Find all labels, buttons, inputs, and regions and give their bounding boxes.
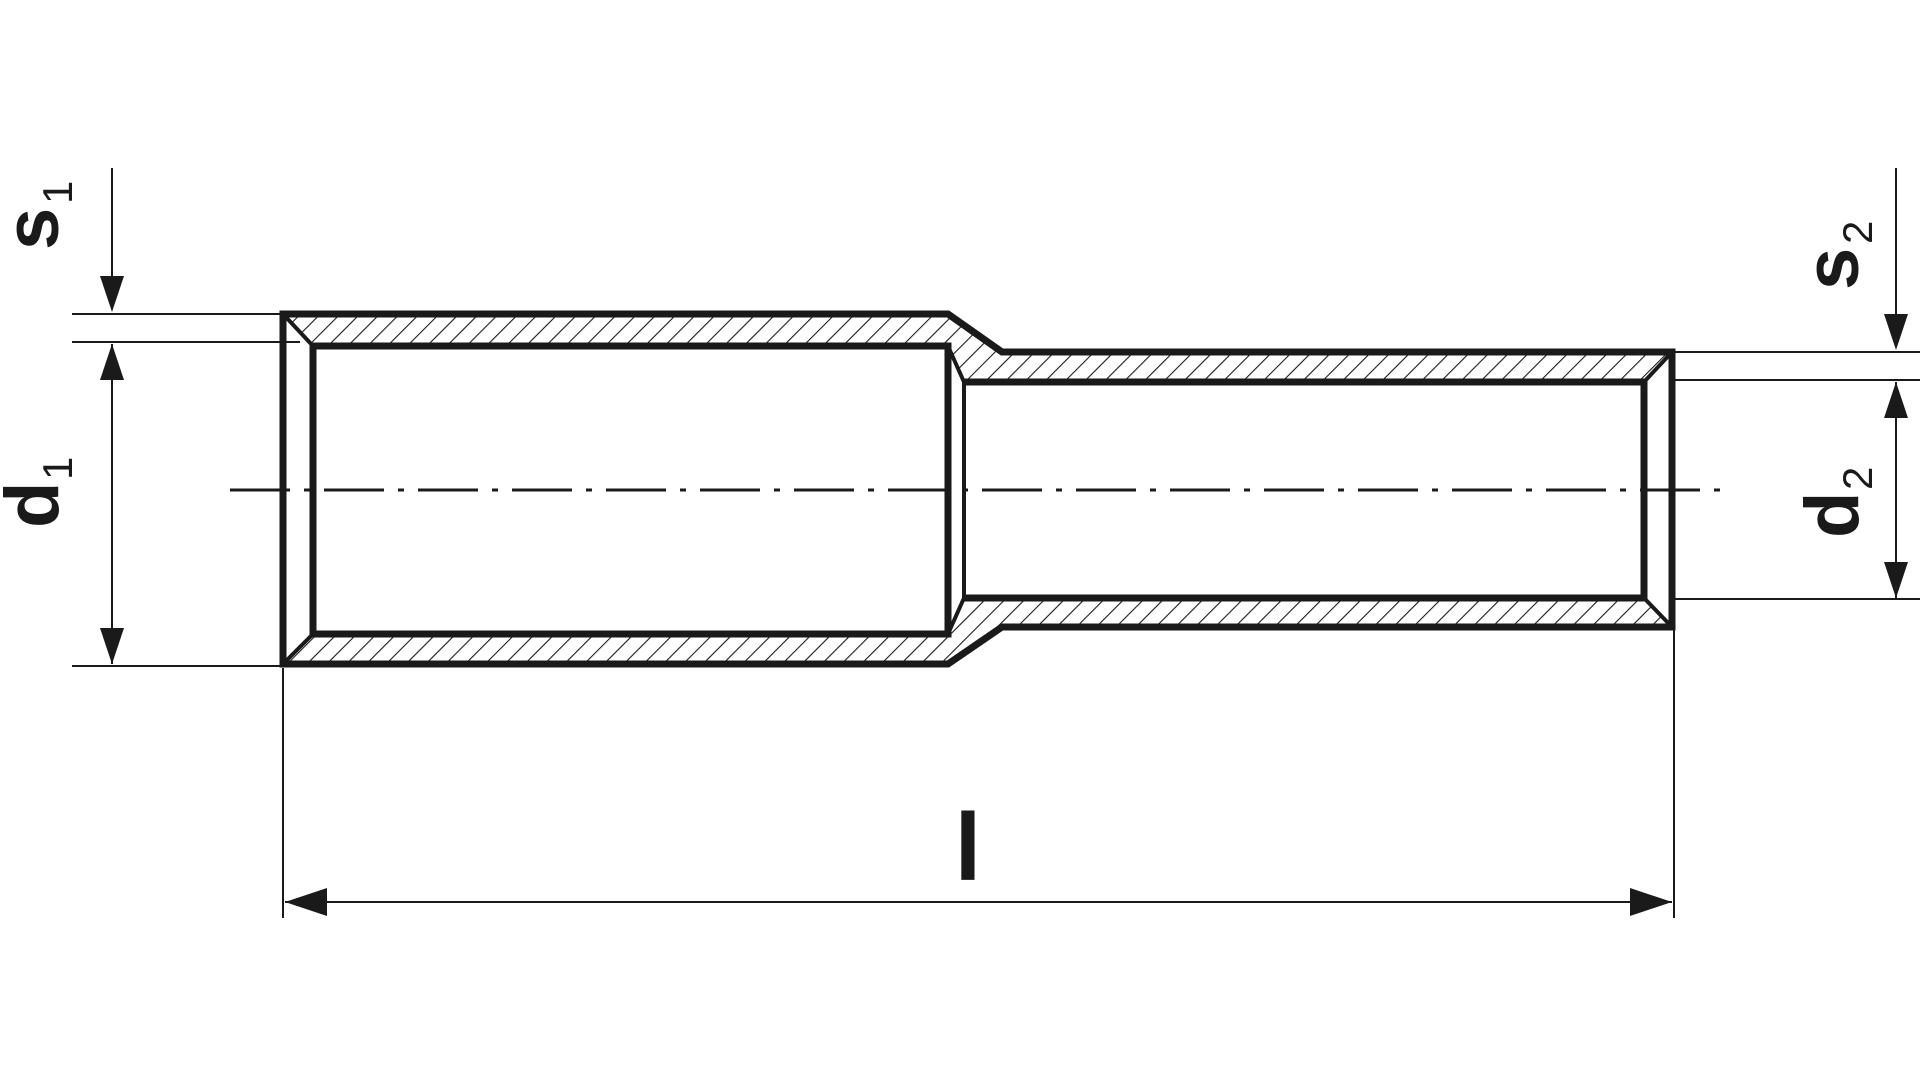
step-chamfer-bottom bbox=[946, 597, 966, 635]
label-s1-sub: 1 bbox=[34, 181, 81, 204]
dim-length-arrow-right bbox=[1630, 888, 1672, 916]
dim-d1-arrow-top bbox=[100, 344, 124, 380]
chamfer-left-top bbox=[281, 312, 315, 348]
chamfer-right-top bbox=[1642, 350, 1674, 384]
label-d1: d 1 bbox=[0, 457, 81, 528]
label-d1-main: d bbox=[0, 482, 75, 528]
dim-d1-arrow-bottom bbox=[100, 628, 124, 664]
label-s2-sub: 2 bbox=[1834, 221, 1881, 244]
label-d1-sub: 1 bbox=[34, 457, 81, 480]
label-s2: s 2 bbox=[1790, 221, 1881, 290]
label-d2: d 2 bbox=[1790, 467, 1881, 538]
lower-wall-hatch bbox=[283, 598, 1672, 664]
label-s2-main: s bbox=[1790, 248, 1875, 290]
dim-d2-arrow-bottom bbox=[1884, 562, 1908, 598]
label-d2-sub: 2 bbox=[1834, 467, 1881, 490]
label-s1-main: s bbox=[0, 208, 75, 250]
extension-lines bbox=[72, 313, 1920, 918]
dim-s2-arrow bbox=[1884, 314, 1908, 350]
label-s1: s 1 bbox=[0, 181, 81, 250]
upper-wall-hatch bbox=[283, 314, 1672, 382]
dim-length-arrow-left bbox=[285, 888, 327, 916]
label-d2-main: d bbox=[1790, 492, 1875, 538]
dimension-lines bbox=[100, 168, 1908, 916]
chamfer-left-bottom bbox=[281, 632, 315, 666]
chamfer-right-bottom bbox=[1642, 596, 1674, 629]
step-chamfer-top bbox=[946, 345, 966, 383]
dim-s1-arrow bbox=[100, 276, 124, 312]
dim-d2-arrow-top bbox=[1884, 382, 1908, 418]
wall-hatching bbox=[283, 314, 1672, 664]
label-length: l bbox=[955, 794, 982, 901]
